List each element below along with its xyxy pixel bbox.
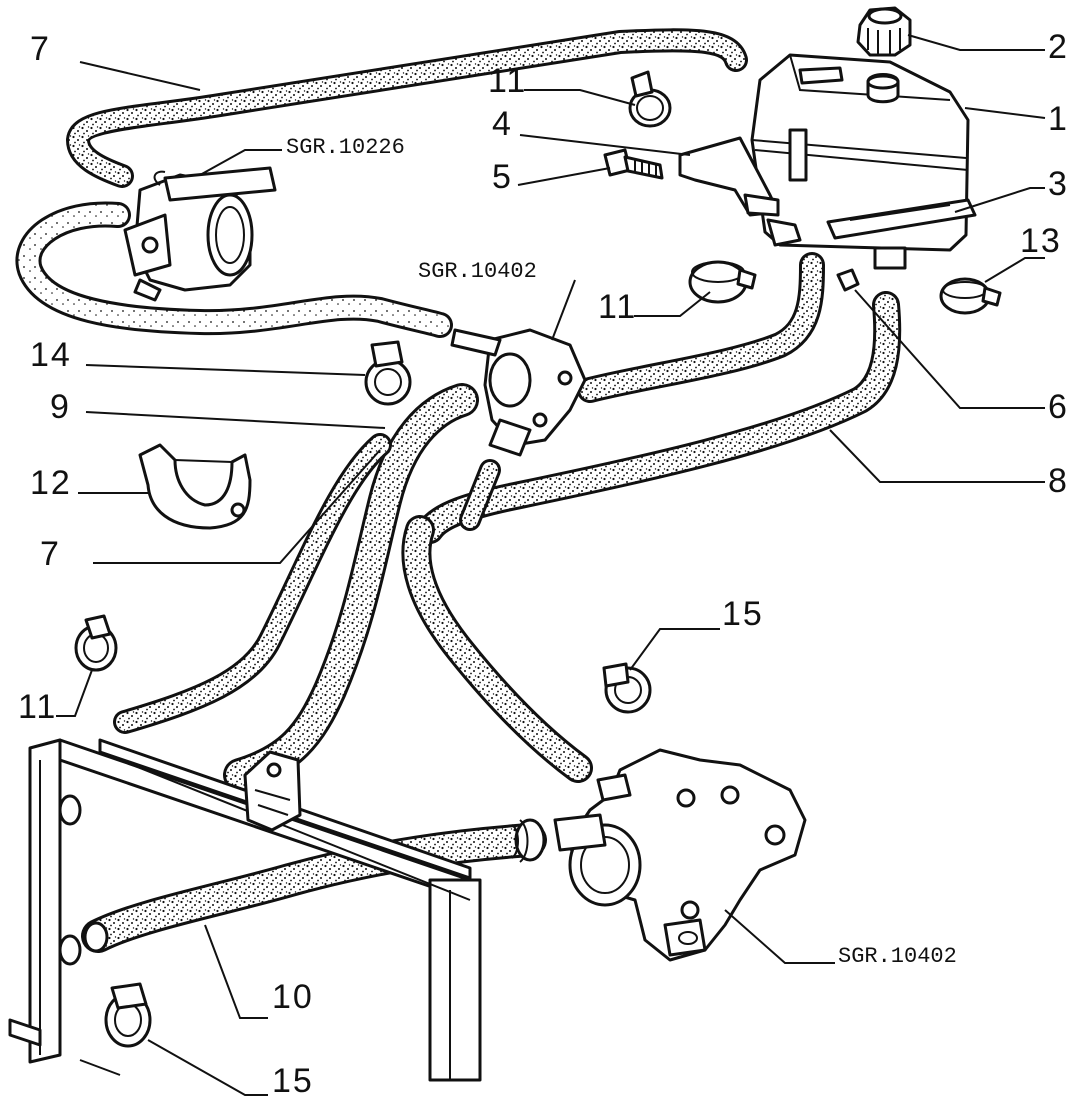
hose-tank-to-thermostat [577, 252, 825, 403]
callout-10: 10 [272, 978, 314, 1016]
callout-2: 2 [1048, 28, 1069, 66]
hose-7-upper [66, 28, 748, 188]
bolt [603, 148, 664, 180]
water-pump [553, 748, 807, 962]
callout-7-lower: 7 [40, 535, 61, 573]
callout-5: 5 [492, 158, 513, 196]
callout-11-top: 11 [488, 62, 527, 100]
hose-clamp-11-left [74, 614, 118, 672]
callout-14: 14 [30, 336, 72, 374]
callout-9: 9 [50, 388, 71, 426]
callout-15-right: 15 [722, 595, 764, 633]
callout-8: 8 [1048, 462, 1069, 500]
callout-1: 1 [1048, 100, 1069, 138]
filler-cap [856, 6, 912, 57]
ref-throttle-body: SGR.10226 [286, 135, 405, 160]
expansion-tank [750, 53, 970, 270]
callout-11-mid: 11 [598, 288, 637, 326]
hose-throttle-return [15, 201, 453, 338]
hose-branch-to-pump [401, 459, 593, 783]
callout-4: 4 [492, 105, 513, 143]
hose-clamp-15-bottom [104, 982, 152, 1048]
hose-clamp-15-right [602, 662, 652, 714]
tank-strap [826, 198, 977, 240]
hose-clamp-14 [364, 340, 412, 406]
callout-13: 13 [1020, 222, 1062, 260]
callout-11-left: 11 [18, 688, 57, 726]
callout-7-upper: 7 [30, 30, 51, 68]
fitting [836, 268, 860, 292]
hose-10 [81, 818, 547, 953]
callout-12: 12 [30, 464, 72, 502]
hose-9 [223, 383, 479, 792]
callout-15-bottom: 15 [272, 1062, 314, 1098]
callout-6: 6 [1048, 388, 1069, 426]
hose-support-bracket [138, 443, 252, 530]
hose-clamp-11-top [628, 70, 672, 128]
leader-lines [56, 34, 1046, 1096]
ref-water-pump: SGR.10402 [838, 944, 957, 969]
callout-3: 3 [1048, 165, 1069, 203]
throttle-body [123, 166, 277, 302]
ref-thermostat: SGR.10402 [418, 259, 537, 284]
thermostat-housing [450, 328, 587, 457]
hose-clamp-11-mid [688, 260, 757, 304]
tank-bracket [678, 136, 780, 217]
hose-clamp-13 [939, 277, 1002, 315]
radiator-bracket [243, 750, 302, 832]
